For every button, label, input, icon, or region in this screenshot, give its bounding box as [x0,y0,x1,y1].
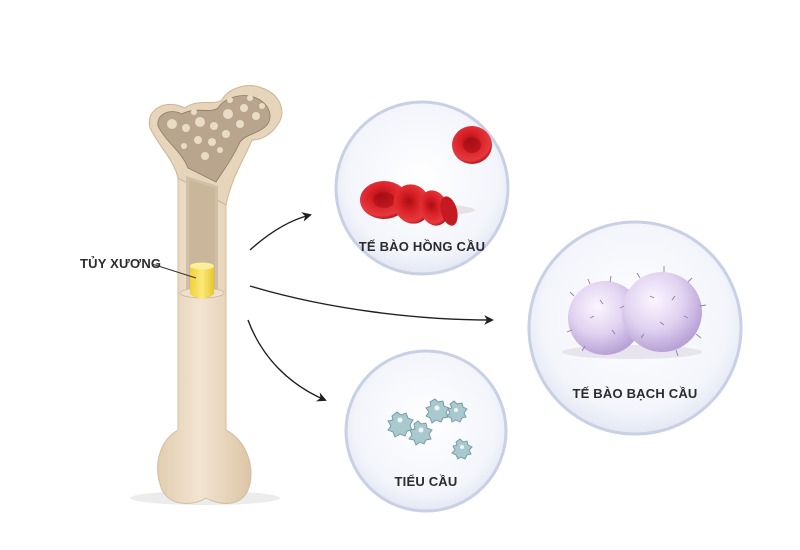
platelet-cluster [387,398,473,460]
white-cell-cilia [566,266,707,357]
arrow-to-platelets [247,319,327,402]
yellow-marrow [190,262,214,299]
red-blood-cells-label: TẾ BÀO HỒNG CẦU [359,239,486,254]
white-blood-cells-label: TẾ BÀO BẠCH CẦU [572,386,697,401]
bone-marrow-pointer [151,263,197,279]
femur-bone [130,85,283,505]
spongy-bone-pores [167,95,265,160]
bone-marrow-label: TỦY XƯƠNG [80,256,161,271]
red-cell-stack [360,181,458,226]
white-cell-left [568,281,642,355]
arrow-to-red-cells [249,212,312,251]
platelets-panel: TIỂU CẦU [344,349,508,513]
platelets-label: TIỂU CẦU [395,474,458,489]
arrows [247,212,494,402]
arrow-to-white-cells [249,285,494,325]
red-cell-single [452,126,492,164]
white-blood-cells-panel: TẾ BÀO BẠCH CẦU [527,220,743,436]
white-cell-right [622,272,702,352]
red-blood-cells-panel: TẾ BÀO HỒNG CẦU [334,100,510,276]
